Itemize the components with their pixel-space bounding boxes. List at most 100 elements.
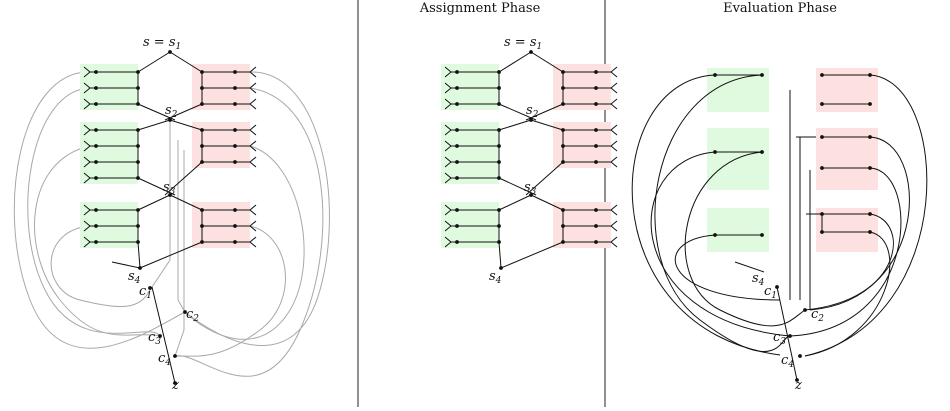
literal-vertex — [561, 144, 565, 148]
false-literal-block — [816, 208, 878, 252]
spine-vertex — [168, 193, 172, 197]
spine-edge — [498, 241, 502, 269]
stub-edge — [444, 103, 452, 110]
literal-vertex — [94, 176, 98, 180]
vertex-label-c3: c3 — [148, 330, 161, 347]
stub-edge — [444, 129, 452, 136]
stub-edge — [83, 71, 91, 78]
literal-vertex — [594, 86, 598, 90]
spine-vertex — [529, 193, 533, 197]
literal-vertex — [455, 128, 459, 132]
stub-edge — [249, 71, 257, 78]
stub-edge — [83, 66, 91, 73]
literal-vertex — [94, 70, 98, 74]
spine-vertex — [168, 118, 172, 122]
literal-vertex — [594, 208, 598, 212]
stub-edge — [249, 236, 257, 243]
spine-edge — [500, 241, 564, 269]
stub-edge — [249, 129, 257, 136]
vertex-label-s3: s3 — [163, 180, 176, 197]
clause-path — [674, 234, 781, 301]
clause-path — [654, 74, 791, 352]
vertex-label-s4: s4 — [489, 269, 502, 286]
literal-vertex — [136, 160, 140, 164]
spine-vertex — [499, 266, 503, 270]
stub-edge — [610, 156, 618, 163]
literal-vertex — [94, 224, 98, 228]
true-literal-block — [441, 122, 499, 184]
clause-path — [174, 225, 286, 357]
stub-edge — [83, 161, 91, 168]
literal-vertex — [594, 128, 598, 132]
stub-edge — [444, 71, 452, 78]
stub-edge — [83, 129, 91, 136]
spine-edge — [530, 194, 564, 211]
literal-vertex — [594, 102, 598, 106]
spine-edge — [498, 103, 537, 121]
clause-path — [34, 145, 161, 337]
literal-vertex — [200, 144, 204, 148]
stub-edge — [610, 140, 618, 147]
stub-edge — [610, 209, 618, 216]
vertex-label-s4: s4 — [128, 269, 141, 286]
stub-edge — [83, 82, 91, 89]
spine-edge — [137, 51, 171, 73]
literal-vertex — [497, 144, 501, 148]
clause-path — [184, 71, 330, 346]
clause-vertex — [788, 334, 792, 338]
clause-vertex — [173, 354, 177, 358]
stub-edge — [83, 124, 91, 131]
true-literal-block — [707, 208, 769, 252]
literal-vertex — [233, 160, 237, 164]
literal-vertex — [594, 70, 598, 74]
stub-edge — [444, 177, 452, 184]
literal-vertex — [233, 208, 237, 212]
literal-vertex — [233, 224, 237, 228]
stub-edge — [610, 220, 618, 227]
stub-edge — [249, 220, 257, 227]
clause-path — [631, 74, 781, 356]
spine-edge — [169, 194, 203, 211]
clause-path — [789, 167, 902, 337]
clause-path — [804, 74, 928, 357]
literal-vertex — [94, 208, 98, 212]
stub-edge — [83, 103, 91, 110]
clause-vertex — [803, 308, 807, 312]
stub-edge — [610, 82, 618, 89]
spine-edge — [525, 103, 564, 121]
stub-edge — [249, 103, 257, 110]
literal-vertex — [94, 86, 98, 90]
vertex-label-c1: c1 — [139, 284, 152, 301]
stub-edge — [83, 220, 91, 227]
literal-vertex — [455, 102, 459, 106]
literal-vertex — [94, 144, 98, 148]
true-literal-block — [707, 128, 769, 190]
stub-edge — [610, 241, 618, 248]
stub-edge — [249, 98, 257, 105]
clause-path — [27, 87, 161, 337]
spine-edge — [137, 194, 171, 211]
literal-vertex — [94, 128, 98, 132]
literal-vertex — [455, 176, 459, 180]
clause-vertex — [183, 310, 187, 314]
vertex-label-c1: c1 — [764, 284, 777, 301]
literal-vertex — [594, 240, 598, 244]
stub-edge — [610, 161, 618, 168]
terminal-vertex — [173, 381, 177, 385]
spine-vertex — [529, 50, 533, 54]
stub-edge — [249, 204, 257, 211]
stub-edge — [249, 241, 257, 248]
literal-vertex — [455, 144, 459, 148]
stub-edge — [444, 225, 452, 232]
stub-edge — [249, 156, 257, 163]
literal-vertex — [497, 86, 501, 90]
stub-edge — [610, 145, 618, 152]
literal-vertex — [594, 144, 598, 148]
clause-path — [149, 120, 171, 291]
stub-edge — [249, 209, 257, 216]
panel-title-evaluation: Evaluation Phase — [723, 1, 837, 16]
stub-edge — [610, 71, 618, 78]
literal-vertex — [233, 240, 237, 244]
literal-vertex — [455, 160, 459, 164]
clause-path — [50, 225, 151, 308]
